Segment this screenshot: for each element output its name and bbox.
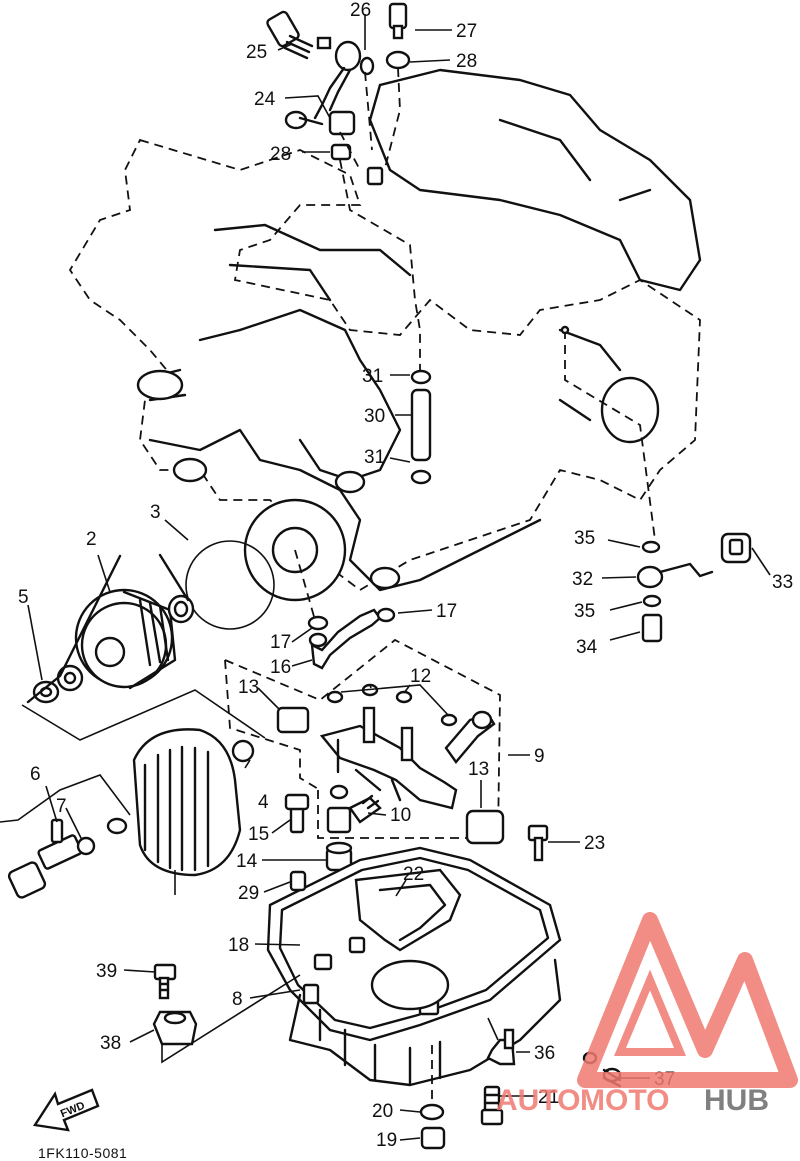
callout-34: 34 [576, 637, 598, 658]
callout-17: 17 [270, 632, 291, 653]
callout-18: 18 [228, 935, 249, 956]
callout-30: 30 [364, 406, 385, 427]
callout-25: 25 [246, 42, 267, 63]
callout-15: 15 [248, 824, 269, 845]
callout-5: 5 [18, 587, 29, 608]
callout-29: 29 [238, 883, 259, 904]
callout-31: 31 [362, 366, 383, 387]
oil-pressure-switch-lead [636, 532, 752, 643]
callout-20: 20 [372, 1101, 393, 1122]
callout-3: 3 [150, 502, 161, 523]
callout-7: 7 [56, 796, 67, 817]
callout-35b: 35 [574, 601, 595, 622]
watermark-triangle-icon [577, 912, 798, 1088]
watermark-text-moto: MOTO [580, 1084, 669, 1117]
callout-17b: 17 [436, 601, 457, 622]
callout-10: 10 [390, 805, 411, 826]
engine-crankcase-outline [68, 68, 702, 621]
callout-28b: 28 [270, 144, 291, 165]
callout-19: 19 [376, 1130, 397, 1151]
watermark-logo: AUTO MOTO HUB [496, 912, 798, 1117]
watermark-text-hub: HUB [704, 1084, 769, 1117]
watermark-text-auto: AUTO [496, 1084, 580, 1117]
callout-21: 21 [538, 1087, 559, 1108]
callout-38: 38 [100, 1033, 121, 1054]
oil-pipe-30 [410, 369, 432, 485]
callout-33: 33 [772, 572, 793, 593]
diagram-code: 1FK110-5081 [38, 1145, 127, 1161]
callout-13b: 13 [468, 759, 489, 780]
callout-23: 23 [584, 833, 605, 854]
oil-strainer-group [224, 607, 505, 872]
part-callouts: 26 27 25 28 24 28 31 30 31 3 2 35 33 32 … [18, 0, 793, 1151]
callout-2: 2 [86, 529, 97, 550]
callout-12: 12 [410, 666, 431, 687]
upper-oil-pipe-assembly [266, 2, 421, 370]
callout-24: 24 [254, 89, 276, 110]
oil-pan-group [152, 824, 622, 1150]
callout-16: 16 [270, 657, 291, 678]
callout-28: 28 [456, 51, 477, 72]
callout-9: 9 [534, 746, 545, 767]
callout-22: 22 [403, 864, 424, 885]
callout-27: 27 [456, 21, 477, 42]
callout-35: 35 [574, 528, 595, 549]
callout-26: 26 [350, 0, 371, 21]
callout-6: 6 [30, 764, 41, 785]
forward-arrow-icon: FWD [32, 1088, 100, 1132]
callout-8: 8 [232, 989, 243, 1010]
callout-31b: 31 [364, 447, 385, 468]
callout-32: 32 [572, 569, 593, 590]
callout-14: 14 [236, 851, 258, 872]
oil-filter-group [0, 540, 275, 899]
callout-39: 39 [96, 961, 117, 982]
callout-13: 13 [238, 677, 259, 698]
callout-36: 36 [534, 1043, 555, 1064]
callout-4: 4 [258, 792, 269, 813]
